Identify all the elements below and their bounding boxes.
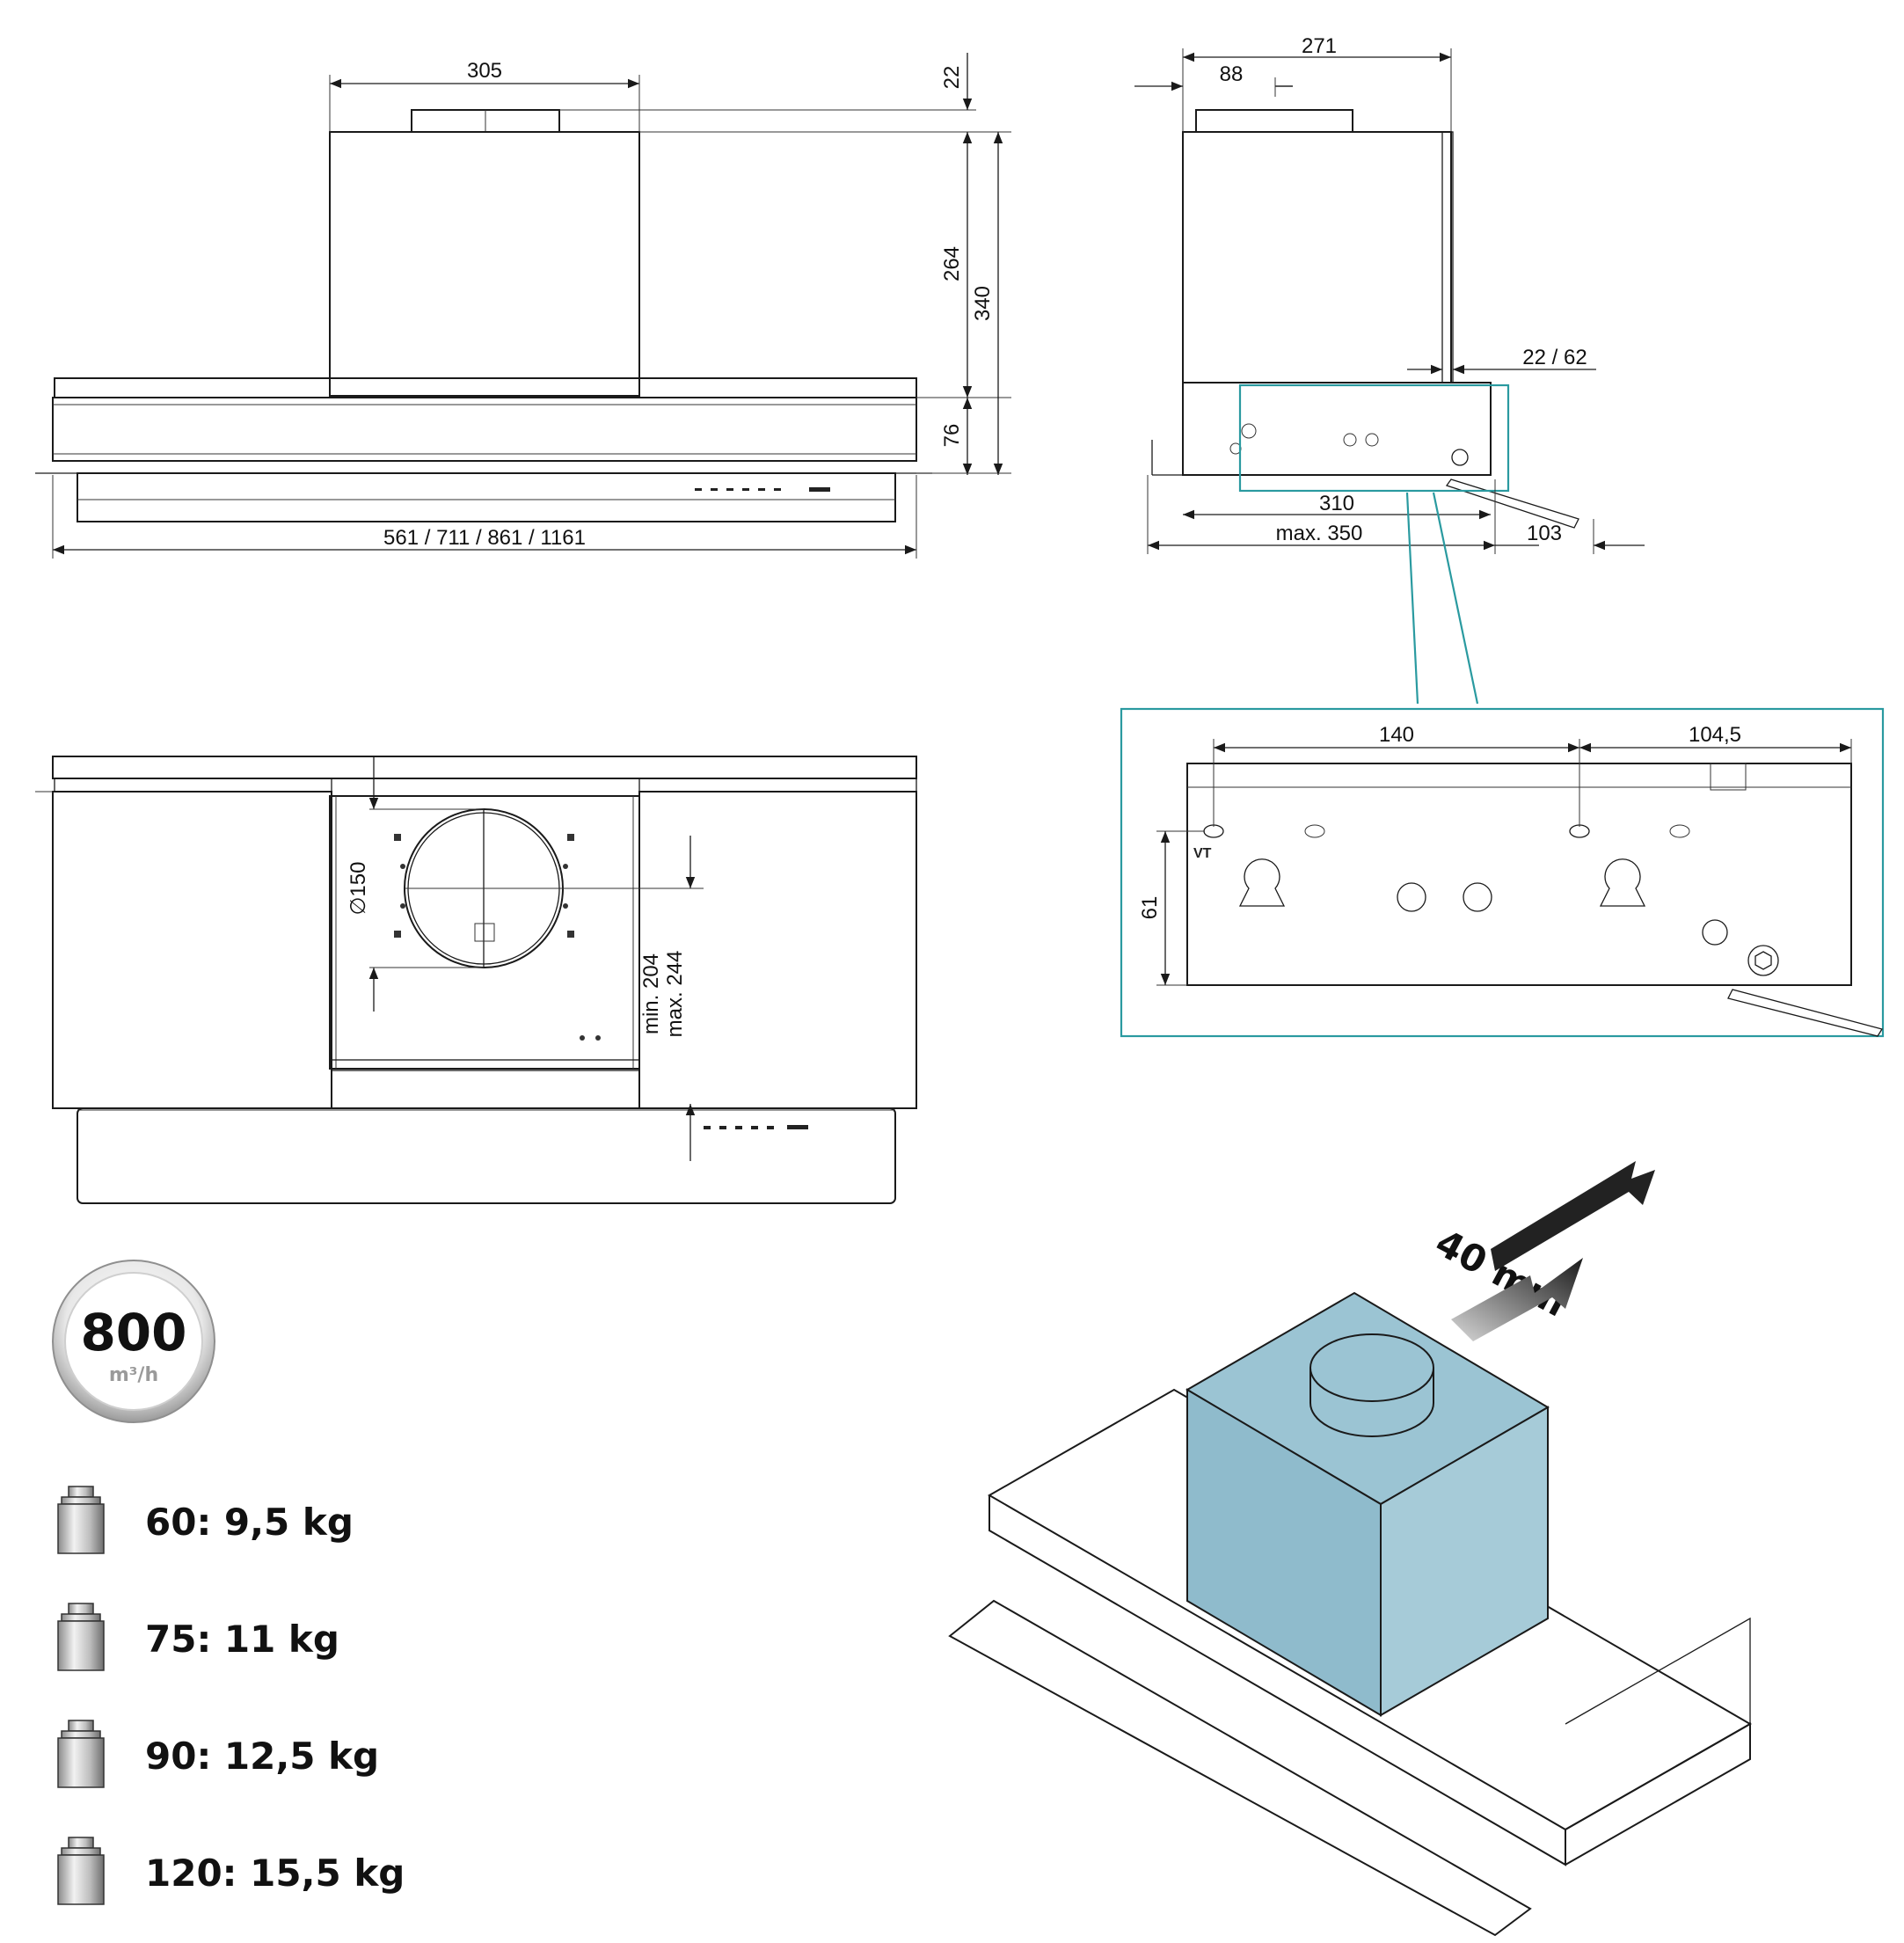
weight-row: 90: 12,5 kg: [57, 1720, 379, 1788]
dim-duct-offset: 88: [1220, 62, 1244, 86]
front-view: 305 22 264 76 340 561 / 711 / 861 / 1161: [35, 53, 1011, 559]
airflow-unit: m³/h: [109, 1364, 158, 1386]
weight-icon: [57, 1837, 105, 1905]
weight-label: 90: 12,5 kg: [145, 1735, 379, 1778]
weight-row: 75: 11 kg: [57, 1603, 339, 1671]
control-buttons: [695, 487, 830, 492]
weight-icon: [57, 1486, 105, 1554]
airflow-badge: 800 m³/h: [52, 1260, 215, 1423]
detail-mark: VT: [1193, 846, 1212, 861]
offset-arrow-icon: [1451, 1258, 1583, 1341]
dim-side-gap: 22 / 62: [1522, 346, 1587, 369]
top-control-buttons: [704, 1125, 808, 1129]
weight-label: 60: 9,5 kg: [145, 1501, 354, 1544]
dim-detail-left: 140: [1379, 723, 1414, 747]
dim-side-depth: 271: [1302, 34, 1337, 58]
dim-top-offset: 22: [940, 66, 964, 90]
dim-max: max. 244: [663, 951, 687, 1038]
dim-max-depth: max. 350: [1276, 522, 1363, 545]
dim-total-height: 340: [971, 286, 995, 321]
weight-label: 75: 11 kg: [145, 1618, 339, 1661]
weight-icon: [57, 1603, 105, 1671]
weight-label: 120: 15,5 kg: [145, 1852, 405, 1895]
weight-row: 60: 9,5 kg: [57, 1486, 354, 1554]
dim-duct-diameter: ∅150: [347, 862, 370, 916]
vent-box: [1185, 1291, 1550, 1717]
weight-list: 60: 9,5 kg 75: 11 kg 90: 12,5 kg: [57, 1486, 405, 1905]
dim-detail-right: 104,5: [1689, 723, 1741, 747]
dim-detail-height: 61: [1138, 896, 1162, 920]
side-view: 271 88 22 / 62 310 max. 350 103: [1134, 34, 1645, 705]
dim-bottom-depth: 310: [1319, 492, 1354, 515]
top-view: ∅150 min. 204 max. 244: [35, 756, 917, 1204]
dim-widths: 561 / 711 / 861 / 1161: [383, 526, 586, 550]
weight-icon: [57, 1720, 105, 1788]
dim-panel-height: 76: [940, 424, 964, 448]
dim-duct-width: 305: [467, 59, 502, 83]
detail-view: VT 140 104,5 61: [1120, 707, 1885, 1038]
dim-front-ext: 103: [1527, 522, 1562, 545]
isometric-view: 40 mm: [948, 1161, 1753, 1937]
airflow-value: 800: [80, 1303, 186, 1362]
weight-row: 120: 15,5 kg: [57, 1837, 405, 1905]
dim-body-height: 264: [940, 246, 964, 281]
dim-min: min. 204: [639, 953, 663, 1034]
